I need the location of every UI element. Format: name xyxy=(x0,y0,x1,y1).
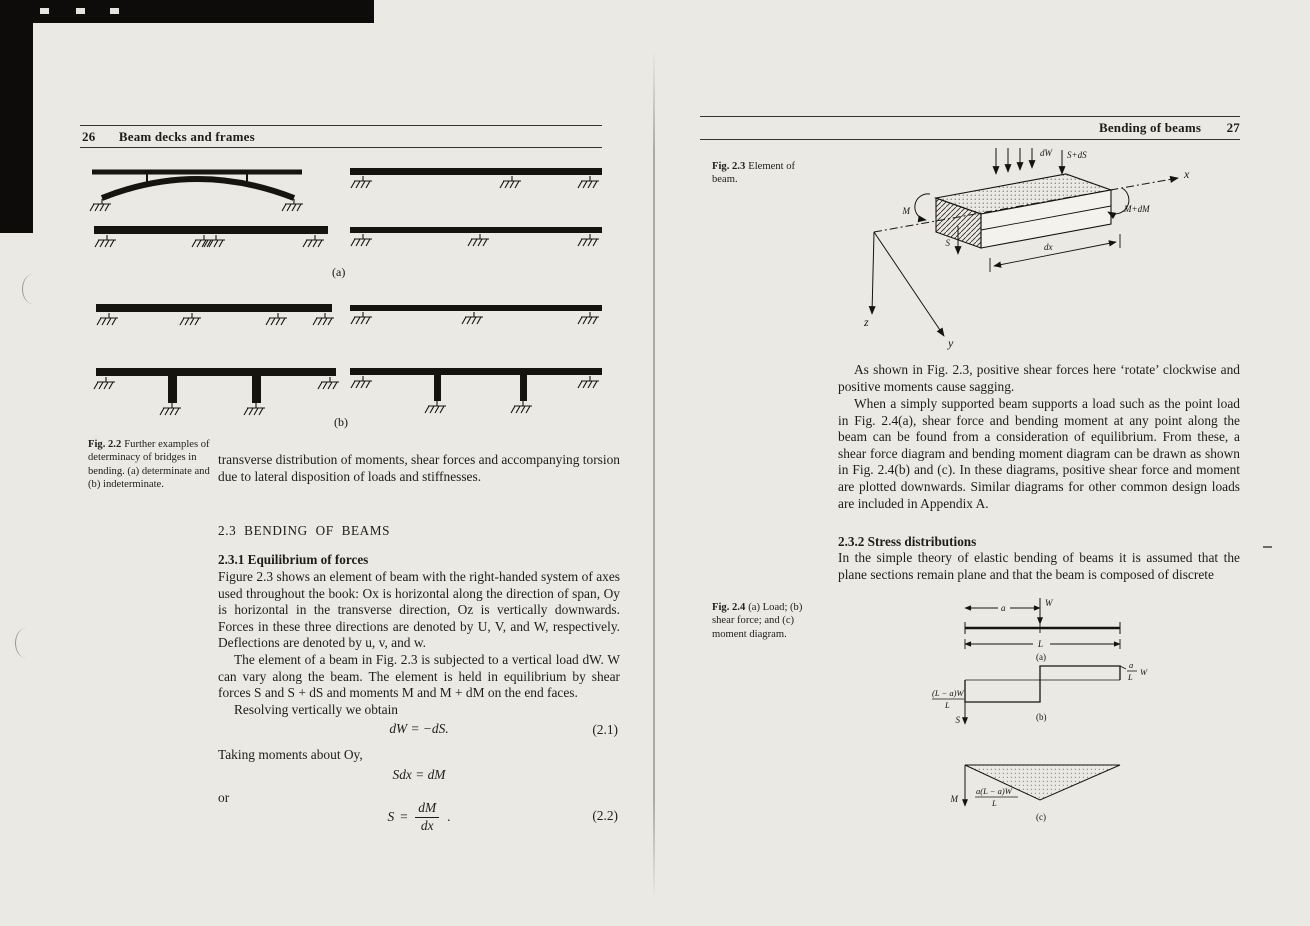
scan-notch xyxy=(40,8,49,14)
left-paragraph-continuation: transverse distribution of moments, shea… xyxy=(218,452,620,484)
left-paragraph-2: The element of a beam in Fig. 2.3 is sub… xyxy=(218,652,620,701)
equation-2-1-body: dW = −dS. xyxy=(389,721,449,736)
bridge-sketch-arch xyxy=(89,169,304,212)
fig24-shear-right-w: W xyxy=(1140,667,1148,677)
load-arrows-dw xyxy=(992,148,1036,175)
fig24-shear-right-numerator: a xyxy=(1129,660,1133,670)
left-page-number: 26 xyxy=(82,129,96,144)
subsection-heading-stress-distributions: 2.3.2 Stress distributions xyxy=(838,534,977,549)
fig23-x-axis-label: x xyxy=(1183,167,1190,181)
equation-sdx-dm-body: Sdx = dM xyxy=(392,767,446,782)
equation-2-1: dW = −dS. (2.1) xyxy=(218,721,620,737)
bridge-sketch-beam-2 xyxy=(94,226,328,248)
subsection-heading-equilibrium: 2.3.1 Equilibrium of forces xyxy=(218,552,369,567)
fig24-shear-left-numerator: (L − a)W xyxy=(932,688,964,698)
fig24-moment-numerator: a(L − a)W xyxy=(976,786,1013,796)
equation-2-2: S = dM dx . (2.2) xyxy=(218,798,620,836)
equation-2-1-number: (2.1) xyxy=(592,722,618,737)
scan-artifact-top-bar xyxy=(0,0,374,23)
fig24-shear-diagram: S (L − a)W L a L W (b) xyxy=(932,660,1148,725)
fig24-s-axis-label: S xyxy=(956,715,961,725)
right-header-rule-top xyxy=(700,116,1240,118)
equation-2-2-lhs: S xyxy=(387,809,395,824)
scan-speck xyxy=(1263,546,1272,548)
fig22-label-a: (a) xyxy=(332,265,345,279)
fig23-z-axis-label: z xyxy=(863,315,869,329)
equation-2-2-number: (2.2) xyxy=(592,808,618,823)
fig24-shear-right-denominator: L xyxy=(1127,672,1133,682)
fig23-y-axis-label: y xyxy=(947,336,954,350)
fig24-l-dim-label: L xyxy=(1037,639,1043,649)
section-heading-bending-of-beams: 2.3 BENDING OF BEAMS xyxy=(218,523,391,538)
scan-artifact-left-bar xyxy=(0,0,33,233)
fraction-denominator: dx xyxy=(420,817,434,833)
fig24-load-diagram: a W L (a) xyxy=(964,598,1121,662)
binding-mark xyxy=(22,274,44,304)
fig24-label-b: (b) xyxy=(1036,712,1047,722)
left-running-head: 26 Beam decks and frames xyxy=(82,129,255,145)
fig22-caption-text: Further examples of determinacy of bridg… xyxy=(88,439,210,491)
fig24-shear-left-denominator: L xyxy=(944,700,950,710)
left-running-head-title: Beam decks and frames xyxy=(118,129,255,144)
right-header-rule-bottom xyxy=(700,139,1240,141)
fig24-caption: Fig. 2.4(a) Load; (b) shear force; and (… xyxy=(712,601,824,641)
fig23-caption-text: Element of beam. xyxy=(712,161,796,186)
fig23-dw-label: dW xyxy=(1040,148,1054,158)
bridge-sketch-pier-2 xyxy=(350,368,602,414)
fig23-s-label: S xyxy=(946,238,951,248)
right-page-number: 27 xyxy=(1226,120,1240,135)
right-paragraph-2: When a simply supported beam supports a … xyxy=(838,396,1240,511)
figure-2-2-bridge-sketches: (a) xyxy=(89,168,602,429)
fig24-w-load-label: W xyxy=(1045,598,1054,608)
fig24-m-axis-label: M xyxy=(950,794,959,804)
left-paragraph-4: Taking moments about Oy, xyxy=(218,747,363,762)
bridge-sketch-beam-3 xyxy=(350,227,602,247)
binding-mark xyxy=(15,628,37,658)
left-header-rule-top xyxy=(80,125,602,127)
right-running-head: Bending of beams 27 xyxy=(700,120,1240,136)
fig22-label-b: (b) xyxy=(334,415,348,429)
bridge-sketch-pier-1 xyxy=(93,368,340,416)
left-paragraph-5: or xyxy=(218,790,230,805)
fig24-caption-text: (a) Load; (b) shear force; and (c) momen… xyxy=(712,602,803,640)
bridge-sketch-beam-4 xyxy=(96,304,335,326)
fig23-caption-label: Fig. 2.3 xyxy=(712,161,746,172)
fig24-moment-denominator: L xyxy=(991,798,997,808)
figure-2-4-diagrams: a W L (a) S (L − a)W L a xyxy=(932,598,1148,822)
bridge-sketch-beam-1 xyxy=(350,168,602,189)
scan-notch xyxy=(110,8,119,14)
fig23-m-plus-dm-label: M+dM xyxy=(1123,204,1150,214)
page-fold xyxy=(653,50,655,900)
fig24-label-c: (c) xyxy=(1036,812,1046,822)
fig24-label-a: (a) xyxy=(1036,652,1046,662)
scan-notch xyxy=(76,8,85,14)
fig24-caption-label: Fig. 2.4 xyxy=(712,602,746,613)
fig22-caption-label: Fig. 2.2 xyxy=(88,439,122,450)
fig23-dx-label: dx xyxy=(1044,242,1053,252)
left-header-rule-bottom xyxy=(80,147,602,149)
equation-sdx-dm: Sdx = dM xyxy=(218,767,620,783)
fig23-m-label: M xyxy=(902,206,911,216)
left-paragraph-3: Resolving vertically we obtain xyxy=(234,702,398,717)
fig24-moment-diagram: M a(L − a)W L (c) xyxy=(950,764,1121,822)
equation-2-2-fraction: dM dx xyxy=(415,800,440,833)
right-paragraph-3: In the simple theory of elastic bending … xyxy=(838,550,1240,582)
right-running-head-title: Bending of beams xyxy=(1098,120,1202,135)
left-paragraph-1: Figure 2.3 shows an element of beam with… xyxy=(218,569,620,651)
bridge-sketch-beam-5 xyxy=(350,305,602,325)
fraction-numerator: dM xyxy=(415,800,440,818)
figure-2-3-beam-element: x z y dW S+dS M+dM M S xyxy=(863,148,1190,350)
equation-2-2-equals: = xyxy=(399,809,409,824)
right-paragraph-1: As shown in Fig. 2.3, positive shear for… xyxy=(838,362,1240,394)
equation-2-2-period: . xyxy=(447,809,451,824)
fig24-a-dim-label: a xyxy=(1001,603,1006,613)
beam-element-slab xyxy=(933,173,1114,249)
fig23-s-plus-ds-label: S+dS xyxy=(1067,150,1087,160)
